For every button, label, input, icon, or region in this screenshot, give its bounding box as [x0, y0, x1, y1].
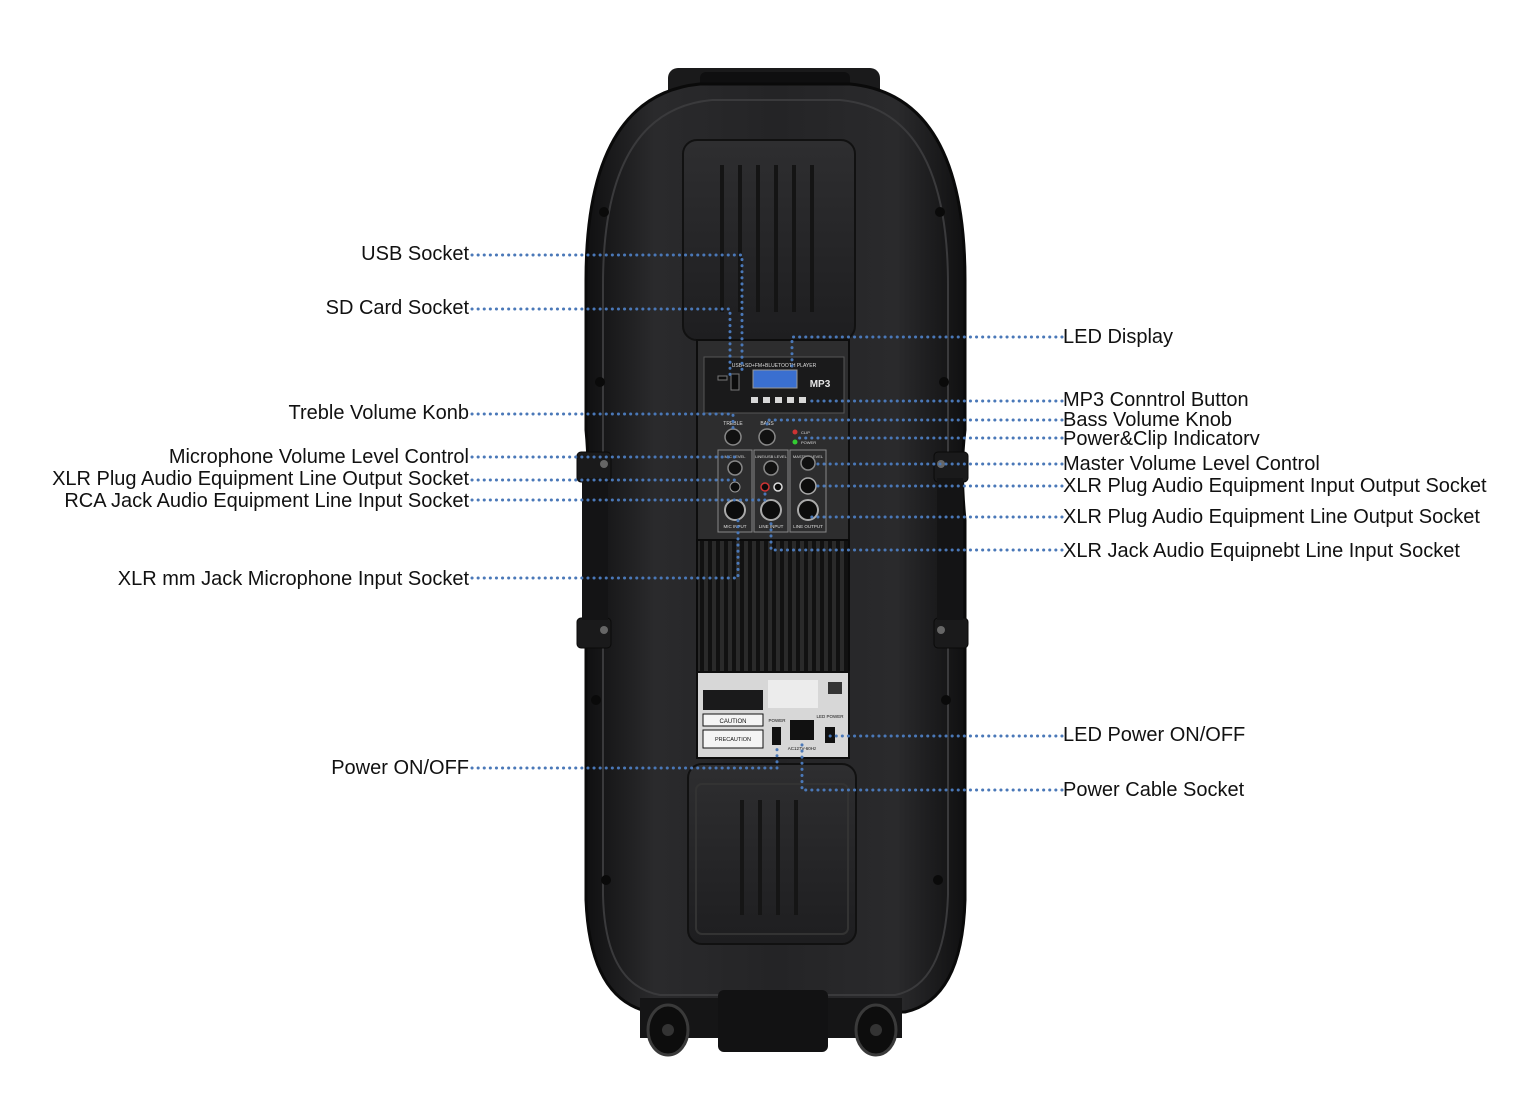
- treble-text: TREBLE: [723, 421, 743, 427]
- label-microphone-volume-level-control: Microphone Volume Level Control: [168, 446, 469, 468]
- xlr-line-output-small[interactable]: [729, 481, 741, 493]
- leader-led-display: [790, 335, 1064, 372]
- label-led-display: LED Display: [1063, 326, 1174, 348]
- control-panel: USB+SD+FM+BLUETOOTH PLAYER MP3 TREBLE BA…: [696, 339, 850, 541]
- label-mp3-control-button: MP3 Conntrol Button: [1063, 389, 1249, 411]
- label-power-on-off: Power ON/OFF: [331, 757, 469, 779]
- line-output-socket[interactable]: [797, 499, 819, 521]
- label-master-volume-level-control: Master Volume Level Control: [1063, 453, 1320, 475]
- voltage-text: AC127V-60Hz: [788, 746, 817, 751]
- label-usb-socket: USB Socket: [361, 243, 469, 265]
- usb-socket[interactable]: [730, 373, 740, 391]
- label-xlr-input-output-socket: XLR Plug Audio Equipment Input Output So…: [1063, 475, 1487, 497]
- label-rca-jack-line-input: RCA Jack Audio Equipment Line Input Sock…: [64, 490, 469, 512]
- mp3-control-buttons[interactable]: [751, 397, 806, 403]
- upper-recess: [682, 139, 856, 341]
- line-level-text: LINE/USB LEVEL: [755, 454, 788, 459]
- bass-knob[interactable]: [758, 428, 776, 446]
- mic-input-socket[interactable]: [724, 499, 746, 521]
- line-volume-knob[interactable]: [763, 460, 779, 476]
- label-xlr-line-output-socket: XLR Plug Audio Equipment Line Output Soc…: [1063, 506, 1480, 528]
- leader-usb-socket: [470, 253, 744, 374]
- mp3-text: MP3: [810, 379, 831, 390]
- power-indicator: [792, 439, 798, 445]
- cabinet-screws: [591, 207, 951, 885]
- label-power-clip-indicator: Power&Clip Indicatorv: [1063, 428, 1260, 450]
- leader-mic-volume: [470, 455, 737, 463]
- leader-sd-card-socket: [470, 307, 732, 378]
- label-treble-volume-knob: Treble Volume Konb: [288, 402, 469, 424]
- power-small-text: POWER: [801, 440, 816, 445]
- label-xlr-mm-jack-mic-input: XLR mm Jack Microphone Input Socket: [117, 568, 469, 590]
- caution-text: CAUTION: [720, 719, 747, 725]
- line-input-text: LINE INPUT: [759, 524, 784, 529]
- line-input-socket[interactable]: [760, 499, 782, 521]
- label-led-power-on-off: LED Power ON/OFF: [1063, 724, 1246, 746]
- rca-jack-left[interactable]: [760, 482, 770, 492]
- leader-rca-jack: [470, 489, 767, 502]
- leader-bass-knob: [765, 418, 1064, 432]
- label-bass-volume-knob: Bass Volume Knob: [1063, 409, 1232, 431]
- amplifier-heatsink: [696, 539, 850, 673]
- leader-xlr-line-in: [769, 518, 1064, 552]
- rca-jack-right[interactable]: [773, 482, 783, 492]
- xlr-input-output-socket[interactable]: [799, 477, 817, 495]
- leader-mic-input: [470, 518, 740, 580]
- led-display: [752, 369, 798, 389]
- leader-treble-knob: [470, 412, 735, 432]
- leader-xlr-line-output: [470, 478, 737, 486]
- base-and-wheels: [640, 990, 902, 1057]
- label-xlr-plug-line-output: XLR Plug Audio Equipment Line Output Soc…: [52, 468, 469, 490]
- label-power-cable-socket: Power Cable Socket: [1063, 779, 1245, 801]
- sd-card-socket[interactable]: [717, 375, 728, 381]
- precaution-text: PRECAUTION: [715, 737, 751, 743]
- power-label-text: POWER: [768, 718, 786, 723]
- cabinet-inner-bevel: [602, 99, 949, 996]
- lower-recess: [687, 763, 857, 945]
- mic-volume-knob[interactable]: [727, 460, 743, 476]
- line-output-text: LINE OUTPUT: [793, 524, 823, 529]
- left-side-handle: [576, 451, 612, 649]
- leader-power-cable: [800, 738, 1064, 792]
- panel-top-text: USB+SD+FM+BLUETOOTH PLAYER: [732, 363, 817, 369]
- treble-knob[interactable]: [724, 428, 742, 446]
- clip-text: CLIP: [801, 430, 810, 435]
- master-volume-knob[interactable]: [800, 455, 816, 471]
- led-power-text: LED POWER: [816, 714, 844, 719]
- power-switch[interactable]: [772, 727, 781, 745]
- power-panel: CAUTION PRECAUTION POWER AC127V-60Hz LED…: [696, 671, 850, 759]
- power-cable-socket[interactable]: [790, 720, 814, 740]
- label-sd-card-socket: SD Card Socket: [325, 297, 469, 319]
- label-xlr-jack-line-input-socket: XLR Jack Audio Equipnebt Line Input Sock…: [1063, 540, 1460, 562]
- clip-indicator: [792, 429, 798, 435]
- mic-input-text: MIC INPUT: [724, 524, 747, 529]
- leader-power-switch: [470, 743, 779, 770]
- leader-lines: [470, 253, 1064, 792]
